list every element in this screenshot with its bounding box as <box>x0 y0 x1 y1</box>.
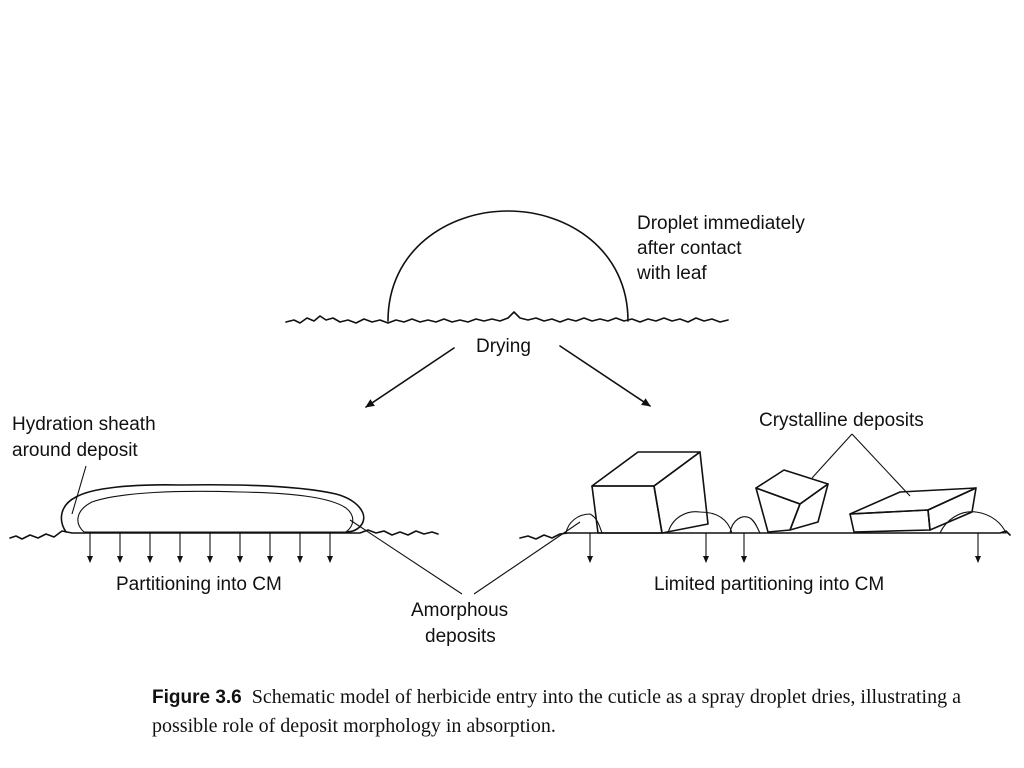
amorphous-label-line2: deposits <box>425 626 496 647</box>
amorphous-label-line1: Amorphous <box>411 600 508 621</box>
droplet-label-line1: Droplet immediately <box>637 213 805 234</box>
crystalline-leader-left <box>811 433 853 479</box>
arrow-to-amorphous <box>365 347 455 408</box>
amorphous-label-section: Amorphous deposits <box>349 519 581 647</box>
drying-section: Drying <box>365 336 651 408</box>
crystal-slab <box>849 487 977 533</box>
crystal-small <box>755 469 829 533</box>
hydration-label-line1: Hydration sheath <box>12 414 156 435</box>
leaf-surface-left <box>9 529 439 540</box>
arrow-to-crystalline <box>559 345 651 407</box>
caption-text: Schematic model of herbicide entry into … <box>152 686 961 737</box>
amorphous-blob-4 <box>939 511 1007 534</box>
crystalline-leader-right <box>851 433 911 497</box>
partition-arrows-left <box>87 533 333 563</box>
droplet-label-line2: after contact <box>637 238 742 259</box>
amorphous-leader-left <box>349 519 463 595</box>
limited-partitioning-label: Limited partitioning into CM <box>654 574 884 595</box>
drying-label: Drying <box>476 336 531 357</box>
amorphous-deposit-section: Hydration sheath around deposit Partitio… <box>9 414 439 595</box>
amorphous-deposit-body <box>77 490 354 533</box>
hydration-sheath <box>60 483 365 533</box>
droplet-label-line3: with leaf <box>636 263 707 284</box>
leaf-surface-right <box>519 530 1011 540</box>
hydration-label-line2: around deposit <box>12 440 138 461</box>
partitioning-label: Partitioning into CM <box>116 574 282 595</box>
hydration-leader-line <box>71 465 87 515</box>
amorphous-blob-3 <box>729 516 762 534</box>
droplet-section: Droplet immediately after contact with l… <box>285 210 805 324</box>
droplet-outline <box>387 210 629 322</box>
partition-arrows-right <box>587 533 981 563</box>
leaf-surface-top <box>285 311 729 324</box>
crystalline-label: Crystalline deposits <box>759 410 924 431</box>
amorphous-blob-1 <box>565 513 603 534</box>
crystal-large <box>591 451 709 534</box>
crystalline-deposit-section: Crystalline deposits Limited partitionin… <box>519 410 1011 595</box>
amorphous-blob-2 <box>667 511 733 534</box>
figure-number: Figure 3.6 <box>152 687 242 708</box>
